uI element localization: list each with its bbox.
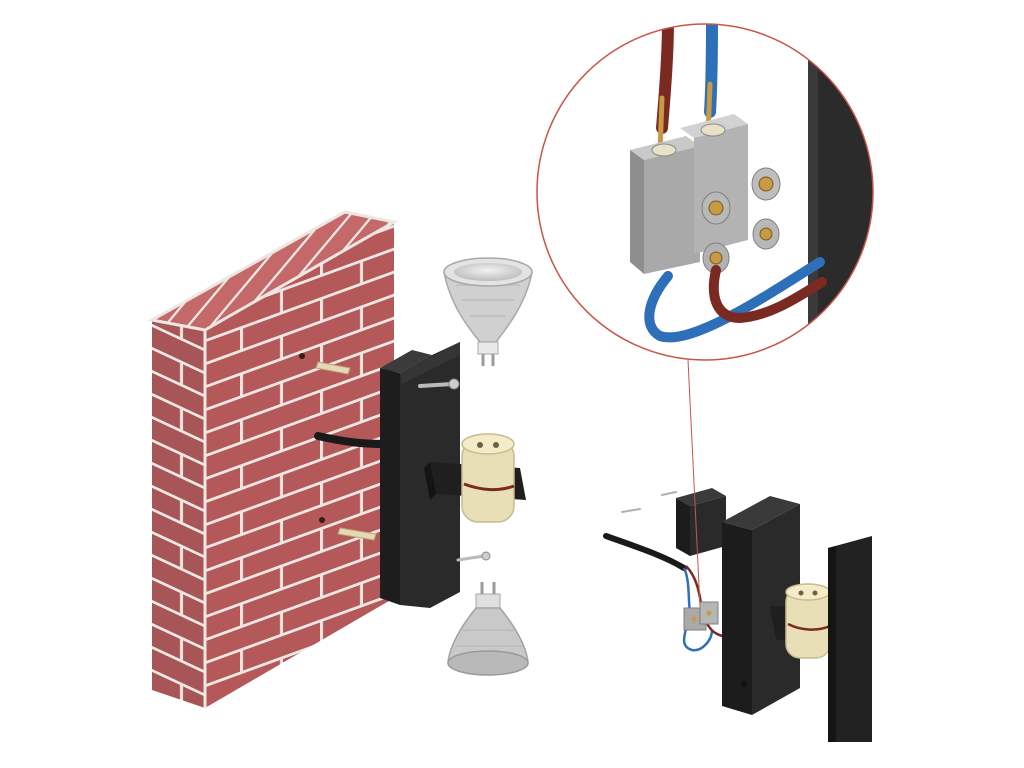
- detail-view: [536, 23, 874, 361]
- terminal-block-small: [683, 601, 719, 631]
- live-wire-out: [708, 265, 827, 324]
- neutral-wire-small: [682, 567, 714, 652]
- brick-wall: [147, 210, 399, 708]
- neutral-wire-out: [644, 257, 825, 343]
- gu10-socket: [461, 433, 515, 523]
- gu10-lamp-bottom: [447, 582, 529, 676]
- detail-leader-line: [687, 359, 701, 607]
- junction-cover: [676, 488, 726, 556]
- gu10-lamp-top: [443, 257, 533, 366]
- gu10-socket-right: [770, 583, 846, 659]
- cover-screws: [621, 491, 677, 513]
- terminal-barrels: [701, 167, 781, 274]
- wall-plugs: [315, 361, 377, 541]
- mounting-screws: [418, 378, 491, 562]
- light-fitting-cover: [828, 536, 872, 742]
- fitting-backplate: [722, 496, 800, 715]
- wall-cable: [314, 432, 389, 448]
- supply-cable: [603, 533, 687, 571]
- terminal-block: [630, 114, 781, 274]
